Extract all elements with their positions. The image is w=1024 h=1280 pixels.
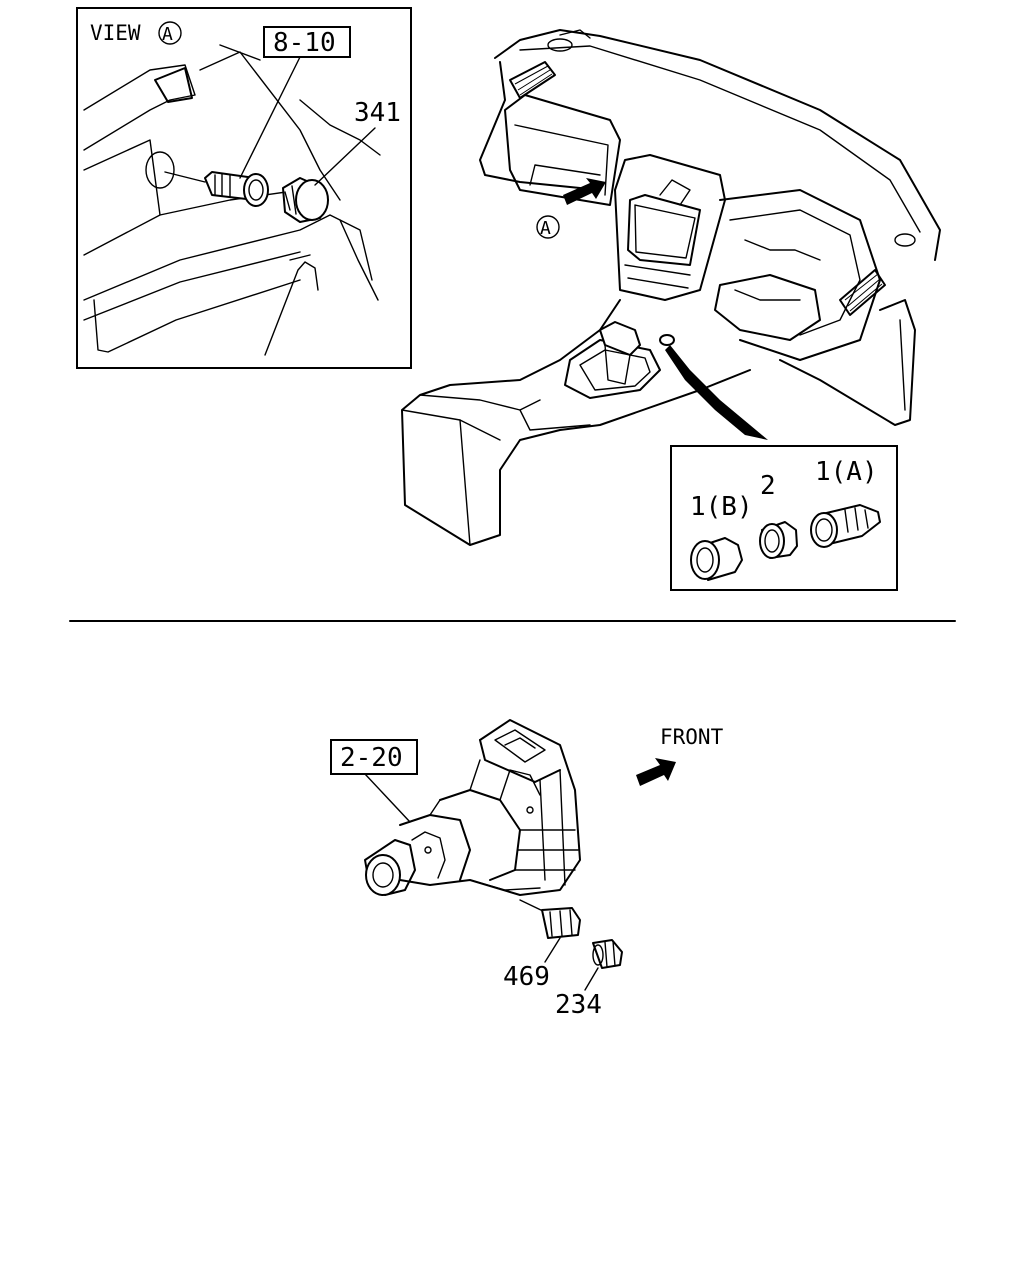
dashboard-view-marker: A: [540, 218, 551, 239]
view-a-circle-marker: [158, 21, 182, 45]
ref-label-8-10: 8-10: [273, 28, 336, 58]
ref-box-2-20: [330, 739, 418, 775]
view-a-title: VIEW: [90, 21, 141, 45]
ref-box-8-10: [263, 26, 351, 58]
part-label-1b: 1(B): [690, 492, 753, 522]
cap-341-illustration: [282, 177, 329, 223]
front-label: FRONT: [660, 725, 724, 749]
transmission-section: 2-20 FRONT: [330, 719, 724, 1020]
view-a-marker-letter: A: [162, 24, 173, 45]
part-1b-illustration: [690, 537, 743, 581]
part-label-234: 234: [555, 990, 602, 1020]
view-a-panel: VIEW A 8-10 341: [76, 7, 412, 369]
part-469-illustration: [541, 907, 581, 939]
part-label-1a: 1(A): [815, 457, 878, 487]
ref-label-2-20: 2-20: [340, 743, 403, 773]
part-label-469: 469: [503, 962, 550, 992]
socket-8-10-illustration: [204, 171, 269, 207]
detail-box-panel: 1(B) 2 1(A): [670, 445, 898, 591]
front-arrow-icon: [636, 758, 676, 786]
part-234-illustration: [592, 939, 623, 969]
dashboard-illustration: A: [401, 29, 941, 546]
part-2-illustration: [759, 521, 798, 559]
part-label-2: 2: [760, 471, 776, 501]
part-label-341: 341: [354, 98, 401, 128]
transmission-illustration: [364, 719, 581, 896]
part-1a-illustration: [810, 504, 881, 548]
